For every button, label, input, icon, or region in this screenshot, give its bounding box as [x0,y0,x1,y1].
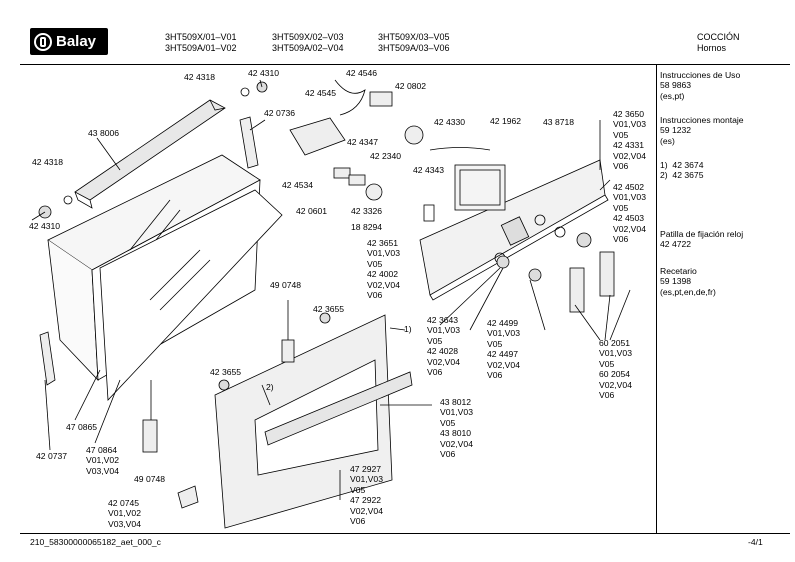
category-title: COCCIÓN [697,32,740,42]
part-label: 42 3655 [210,367,242,377]
part-label: 43 8012 V01,V03 V05 43 8010 V02,V04 V06 [440,397,473,460]
part-label: 42 2340 [370,151,402,161]
page-number: -4/1 [748,537,763,547]
part-label: 42 4545 [305,88,337,98]
brand-name: Balay [56,33,97,50]
part-label: 42 0745 V01,V02 V03,V04 [108,498,141,529]
part-label: 43 8006 [88,128,120,138]
document-id: 210_58300000065182_aet_000_c [30,537,161,547]
exploded-view-drawing [31,79,631,529]
part-label: 18 8294 [351,222,383,232]
model-line-3a: 3HT509X/03–V05 [378,32,450,42]
part-label: 42 4343 [413,165,445,175]
part-label: 49 0748 [270,280,302,290]
part-label: 42 3655 [313,304,345,314]
part-label: 42 0736 [264,108,296,118]
model-line-2a: 3HT509X/02–V03 [272,32,344,42]
manual-use: Instrucciones de Uso 58 9863 (es,pt) [660,70,741,101]
part-label: 42 4546 [346,68,378,78]
part-label: 47 0864 V01,V02 V03,V04 [86,445,119,476]
recipe-book: Recetario 59 1398 (es,pt,en,de,fr) [660,266,716,297]
part-label: 42 4534 [282,180,314,190]
part-label: 2) [266,382,274,392]
part-label: 60 2051 V01,V03 V05 60 2054 V02,V04 V06 [599,338,632,401]
part-label: 1) [404,324,412,334]
footer-divider [20,533,790,534]
part-label: 42 4502 V01,V03 V05 42 4503 V02,V04 V06 [613,182,646,245]
door-parts-note: 1) 42 3674 2) 42 3675 [660,160,704,181]
manual-install: Instrucciones montaje 59 1232 (es) [660,115,744,146]
balay-logo-icon [34,32,52,51]
part-label: 42 4330 [434,117,466,127]
category-subtitle: Hornos [697,43,727,53]
part-label: 49 0748 [134,474,166,484]
model-line-2b: 3HT509A/02–V04 [272,43,344,53]
clock-bracket: Patilla de fijación reloj 42 4722 [660,229,744,250]
part-label: 47 2927 V01,V03 V05 47 2922 V02,V04 V06 [350,464,383,527]
model-line-3b: 3HT509A/03–V06 [378,43,450,53]
model-line-1a: 3HT509X/01–V01 [165,32,237,42]
part-label: 42 0601 [296,206,328,216]
part-label: 42 4310 [29,221,61,231]
part-label: 42 4499 V01,V03 V05 42 4497 V02,V04 V06 [487,318,520,381]
part-label: 42 1962 [490,116,522,126]
side-panel-divider [656,64,657,534]
part-label: 42 3650 V01,V03 V05 42 4331 V02,V04 V06 [613,109,646,172]
model-line-1b: 3HT509A/01–V02 [165,43,237,53]
part-label: 42 3651 V01,V03 V05 42 4002 V02,V04 V06 [367,238,400,301]
part-label: 42 4318 [184,72,216,82]
part-label: 42 4318 [32,157,64,167]
header-divider [20,64,790,65]
balay-logo: Balay [30,28,108,55]
part-label: 42 0737 [36,451,68,461]
part-label: 42 3643 V01,V03 V05 42 4028 V02,V04 V06 [427,315,460,378]
part-label: 43 8718 [543,117,575,127]
part-label: 47 0865 [66,422,98,432]
part-label: 42 4310 [248,68,280,78]
part-label: 42 3326 [351,206,383,216]
part-label: 42 4347 [347,137,379,147]
part-label: 42 0802 [395,81,427,91]
